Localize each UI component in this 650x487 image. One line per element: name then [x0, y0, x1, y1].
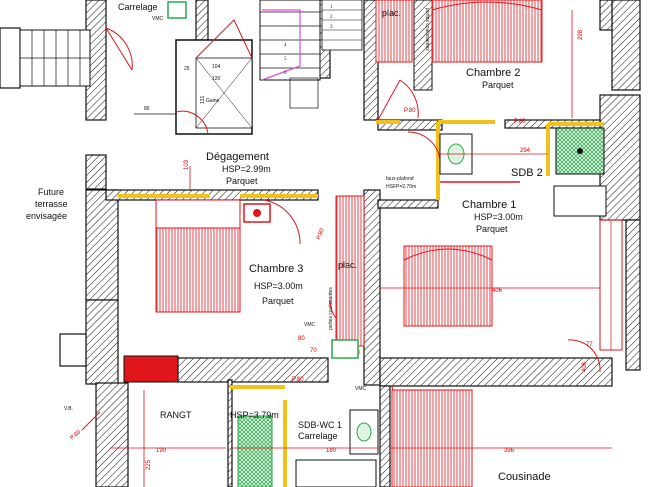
label-portes-coulissantes-1: portes coulissantes — [328, 287, 334, 330]
central-stair: 1 2 3 4 5 6 — [259, 0, 363, 109]
dim-p80-a: P.80 — [404, 108, 416, 114]
stair-step-2: 2 — [330, 15, 333, 20]
label-vb: V.B. — [64, 406, 73, 412]
stair-step-1: 1 — [330, 5, 333, 10]
dim-p80-b: P.80 — [514, 119, 526, 125]
room-labels: Carrelage Dégagement HSP=2.99m Parquet C… — [26, 2, 551, 483]
dimension-labels: 104 120 25 131 86 103 P.80 P.80 P.80 P.8… — [69, 29, 593, 470]
label-degagement: Dégagement — [206, 151, 269, 163]
dim-294: 294 — [520, 148, 531, 154]
label-gaine: Gaine — [206, 98, 220, 104]
label-hsfp: HSFP=2.70m — [386, 184, 416, 190]
dim-180: 180 — [326, 448, 337, 454]
label-terrasse-3: envisagée — [26, 211, 67, 221]
label-vmc-3: VMC — [355, 386, 367, 392]
dim-298: 298 — [578, 29, 584, 40]
stair-step-6: 6 — [284, 71, 287, 76]
bathroom-fixtures — [167, 1, 607, 487]
label-degagement-hsp: HSP=2.99m — [222, 164, 271, 174]
label-carrelage-top: Carrelage — [118, 2, 158, 12]
label-sdb2: SDB 2 — [511, 167, 543, 179]
placards — [243, 0, 623, 351]
dim-p80-c: P.80 — [316, 227, 326, 241]
stair-step-3: 3 — [330, 25, 333, 30]
yellow-frames — [118, 120, 604, 487]
label-vmc-2: VMC — [304, 322, 316, 328]
dim-225: 225 — [146, 459, 152, 470]
label-chambre1: Chambre 1 — [462, 199, 516, 211]
label-chambre3: Chambre 3 — [249, 263, 303, 275]
dim-86: 86 — [144, 106, 150, 112]
dim-25: 25 — [184, 66, 190, 72]
dim-p80-e: P.80 — [69, 429, 82, 441]
stair-step-5: 5 — [284, 57, 287, 62]
dim-70: 70 — [310, 348, 317, 354]
entry-stair — [19, 27, 133, 87]
label-terrasse-1: Future — [38, 187, 64, 197]
beds — [155, 0, 543, 487]
dim-396: 396 — [504, 448, 515, 454]
dim-80: 80 — [298, 336, 305, 342]
label-chambre2-floor: Parquet — [482, 80, 514, 90]
label-sdbwc-floor: Carrelage — [298, 431, 338, 441]
dim-190: 190 — [156, 448, 167, 454]
dim-131: 131 — [200, 95, 206, 104]
dim-p80-d: P.80 — [292, 377, 304, 383]
label-portes-coulissantes-2: portes coulissantes — [424, 8, 430, 51]
label-terrasse-2: terrasse — [35, 199, 68, 209]
dim-103: 103 — [184, 159, 190, 170]
label-degagement-floor: Parquet — [226, 176, 258, 186]
label-rangt-hsp: HSP=3.79m — [230, 410, 279, 420]
label-chambre2: Chambre 2 — [466, 67, 520, 79]
label-vmc-1: VMC — [152, 16, 164, 22]
label-chambre3-floor: Parquet — [262, 296, 294, 306]
label-placard-1: plac. — [382, 8, 401, 18]
dim-77: 77 — [586, 342, 593, 348]
label-chambre1-hsp: HSP=3.00m — [474, 212, 523, 222]
dim-104: 104 — [212, 64, 221, 70]
label-chambre1-floor: Parquet — [476, 224, 508, 234]
dim-120: 120 — [212, 76, 221, 82]
stair-step-4: 4 — [284, 43, 287, 48]
label-rangt: RANGT — [160, 410, 192, 420]
label-placard-2: plac. — [338, 260, 357, 270]
dimension-lines — [110, 10, 612, 487]
label-cousinade: Cousinade — [498, 471, 551, 483]
dim-406b: 406 — [582, 361, 588, 372]
label-faux-plafond: faux-plafond — [386, 176, 414, 182]
label-chambre3-hsp: HSP=3.00m — [254, 281, 303, 291]
dim-406: 406 — [492, 288, 503, 294]
label-sdbwc: SDB-WC 1 — [298, 420, 342, 430]
lift-shaft — [175, 19, 253, 135]
